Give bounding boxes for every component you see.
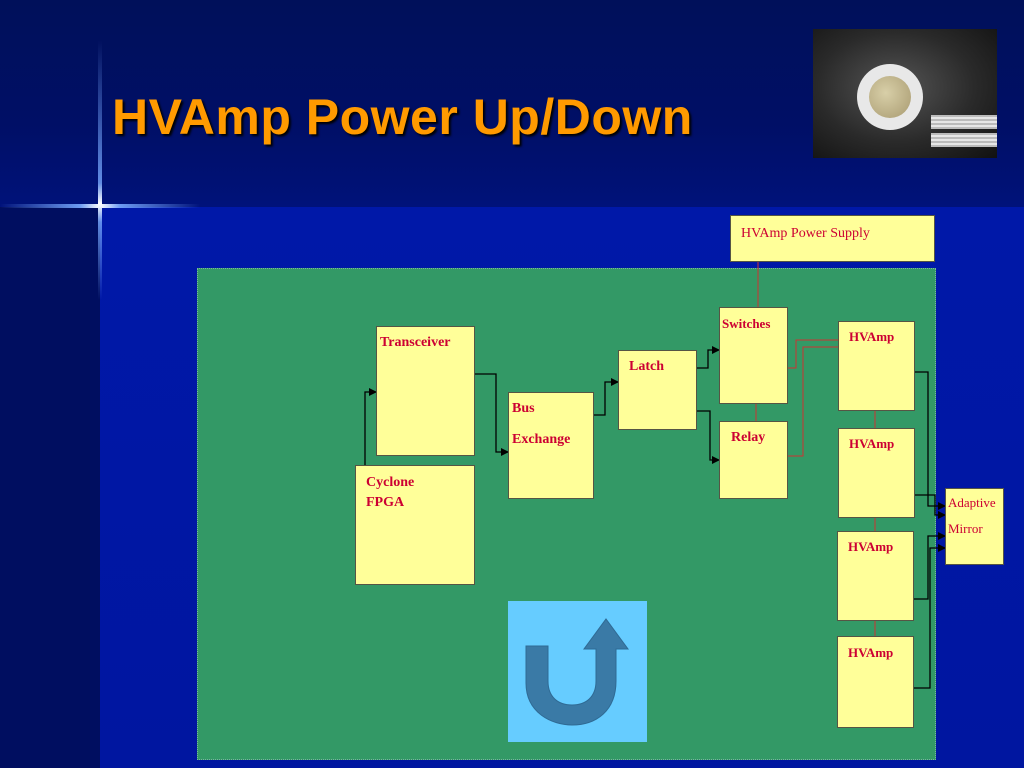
u-turn-arrow-icon <box>525 618 629 726</box>
left-band <box>0 207 100 768</box>
fpga-label-line2: FPGA <box>366 495 405 510</box>
mirror-surface <box>869 76 911 118</box>
light-flare-vertical <box>98 40 102 300</box>
mirror-label-line1: Adaptive <box>948 495 996 510</box>
mirror-label-line2: Mirror <box>948 521 983 536</box>
slide-title: HVAmp Power Up/Down <box>112 89 693 145</box>
hvamp-power-supply-box: HVAmp Power Supply <box>730 215 935 262</box>
return-button[interactable] <box>508 601 647 742</box>
hvamp-power-supply-label: HVAmp Power Supply <box>741 226 870 241</box>
ribbon-cable <box>931 133 997 147</box>
hvamp-label: HVAmp <box>848 645 894 660</box>
bus-label-line1: Bus <box>512 401 535 416</box>
switches-label: Switches <box>722 316 771 331</box>
hvamp-label: HVAmp <box>849 436 895 451</box>
latch-label: Latch <box>629 359 664 374</box>
fpga-label-line1: Cyclone <box>366 475 415 490</box>
relay-label: Relay <box>731 430 766 445</box>
hvamp-block: HVAmp <box>837 636 914 728</box>
bus-label-line2: Exchange <box>512 432 571 447</box>
bus-exchange-block: Bus Exchange <box>508 392 594 499</box>
mirror-device-photo <box>813 29 997 158</box>
cyclone-fpga-block: Cyclone FPGA <box>355 465 475 585</box>
hvamp-block: HVAmp <box>837 531 914 621</box>
transceiver-block: Transceiver <box>376 326 475 456</box>
transceiver-label: Transceiver <box>380 335 451 350</box>
latch-block: Latch <box>618 350 697 430</box>
relay-block: Relay <box>719 421 788 499</box>
hvamp-label: HVAmp <box>849 329 895 344</box>
adaptive-mirror-block: Adaptive Mirror <box>945 488 1004 565</box>
switches-block: Switches <box>719 307 788 404</box>
ribbon-cable <box>931 115 997 129</box>
hvamp-block: HVAmp <box>838 428 915 518</box>
hvamp-label: HVAmp <box>848 539 894 554</box>
hvamp-block: HVAmp <box>838 321 915 411</box>
